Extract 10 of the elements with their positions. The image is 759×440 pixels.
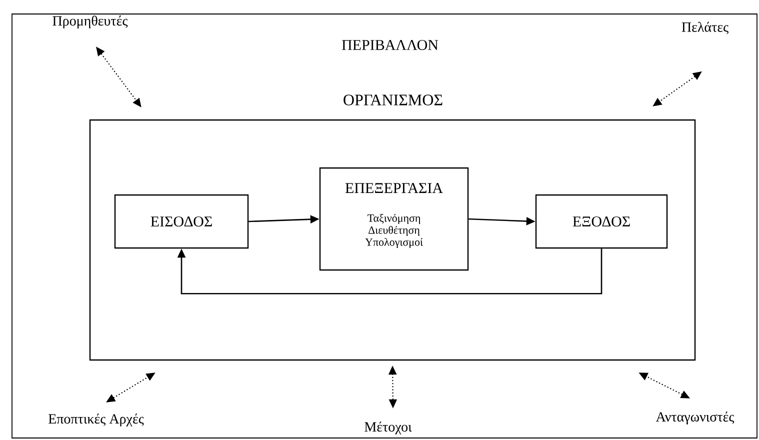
node-label: ΟΡΓΑΝΙΣΜΟΣ (344, 94, 442, 106)
process-box: ΕΞΟΔΟΣ (535, 194, 668, 249)
process-box: ΕΠΕΞΕΡΓΑΣΙΑ Ταξινόμηση Διευθέτηση Υπολογισμοί (319, 167, 469, 271)
label: Μέτοχοι (364, 422, 412, 434)
process-box: ΕΙΣΟΔΟΣ (114, 194, 249, 249)
label: Ανταγωνιστές (656, 412, 734, 424)
arrow (177, 248, 602, 294)
label: Πελάτες (682, 22, 728, 34)
label: Προμηθευτές (52, 16, 128, 28)
label: Εποπτικές Αρχές (48, 414, 144, 426)
